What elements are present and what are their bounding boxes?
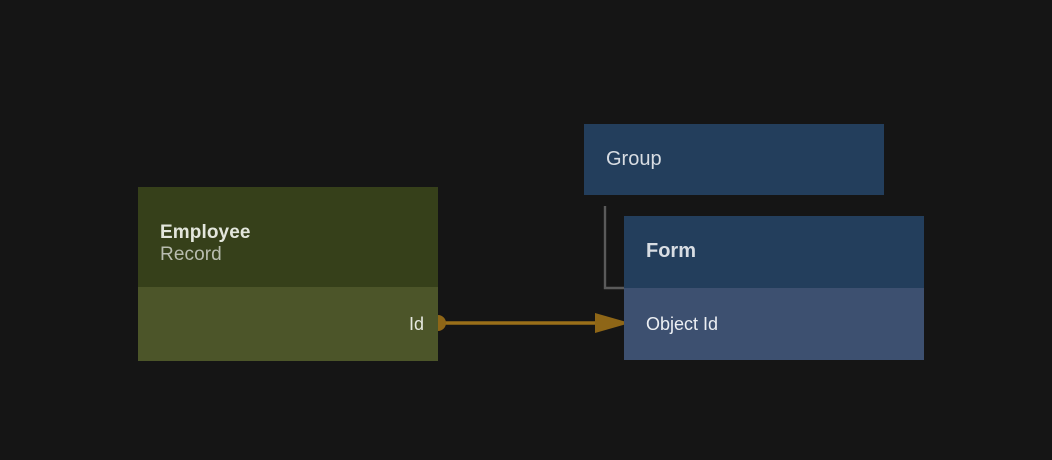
edge-employee-id-to-form-object-id[interactable] — [430, 313, 630, 333]
node-employee-field-id[interactable]: Id — [138, 287, 438, 361]
node-form-field-object-id-label: Object Id — [646, 313, 719, 334]
edge-group-contains-form — [603, 206, 624, 290]
node-form-title: Form — [646, 240, 696, 263]
node-form[interactable]: Form Object Id — [624, 216, 924, 360]
bracket-line — [603, 206, 624, 290]
node-employee-title: Employee — [160, 221, 251, 243]
node-group[interactable]: Group — [584, 124, 884, 195]
node-form-field-object-id[interactable]: Object Id — [624, 288, 924, 360]
node-employee-subtitle: Record — [160, 244, 222, 265]
node-employee-header[interactable]: Employee Record — [138, 187, 438, 287]
node-employee-field-id-label: Id — [408, 313, 424, 334]
node-group-header[interactable]: Group — [584, 124, 884, 195]
node-employee[interactable]: Employee Record Id — [138, 187, 438, 361]
node-group-title: Group — [606, 147, 662, 170]
node-form-header[interactable]: Form — [624, 216, 924, 288]
